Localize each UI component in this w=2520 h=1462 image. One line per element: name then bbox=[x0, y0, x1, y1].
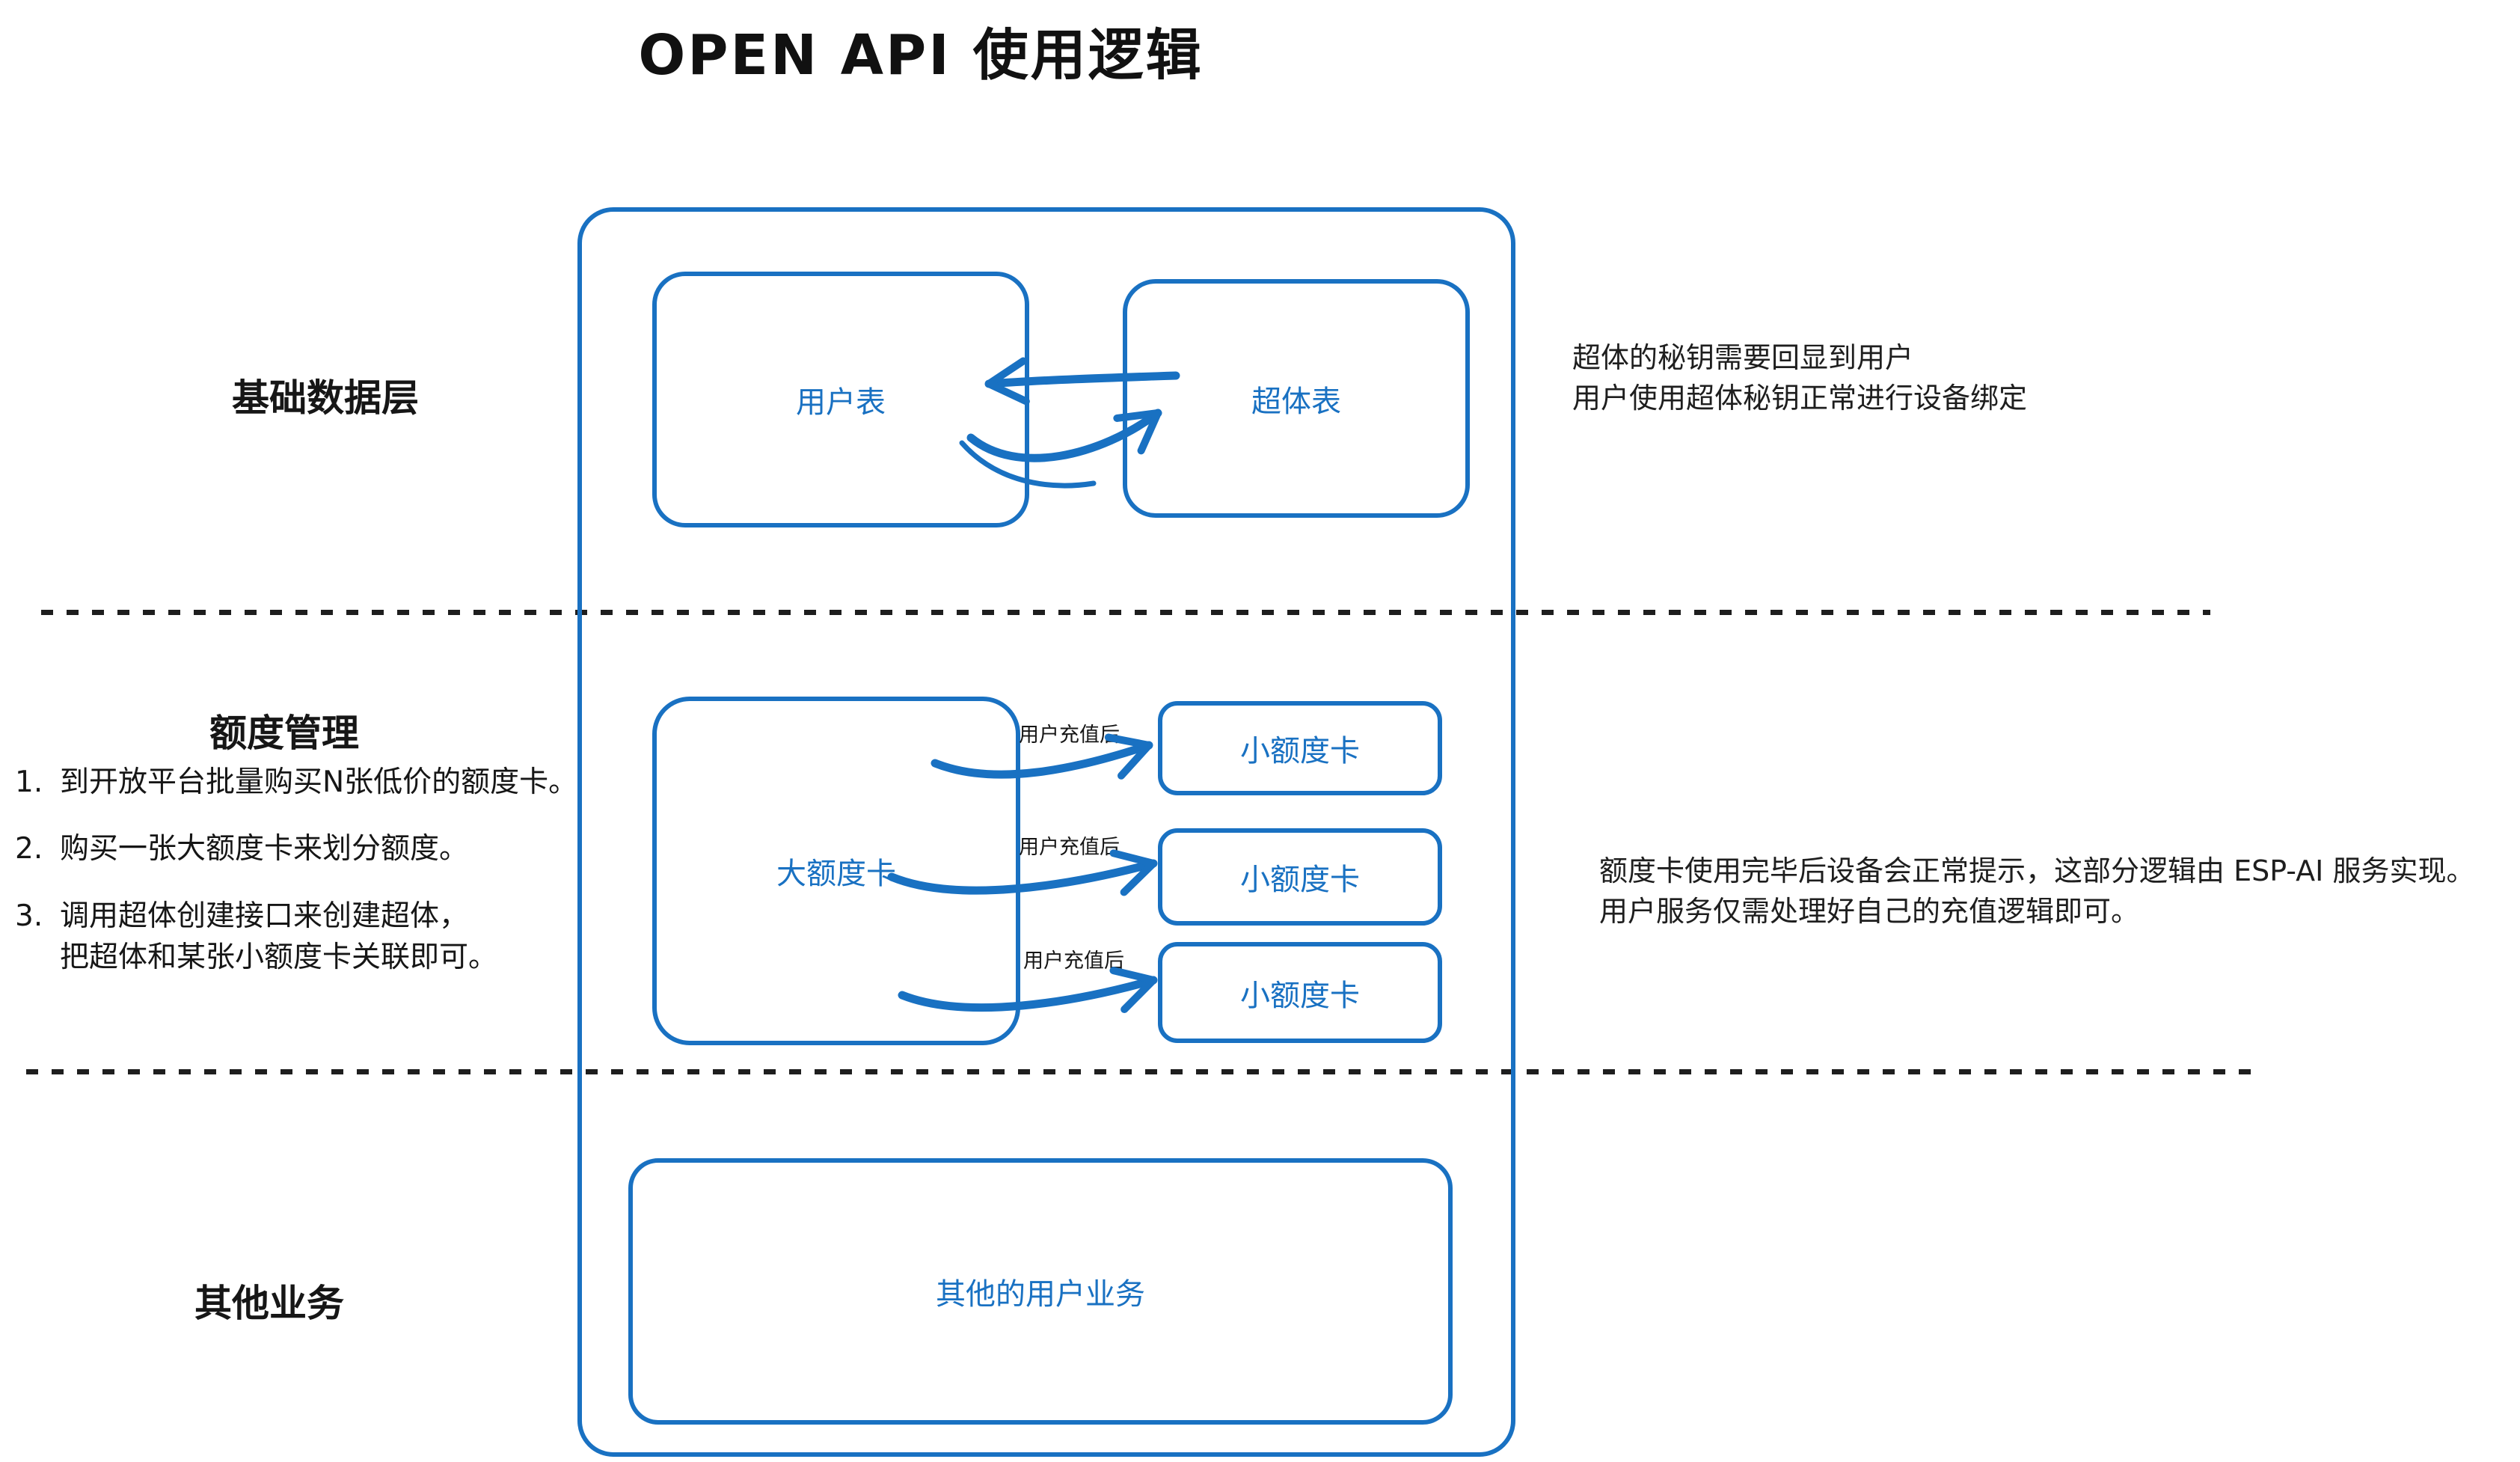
note-line: 用户服务仅需处理好自己的充值逻辑即可。 bbox=[1599, 894, 2140, 928]
note-line: 用户使用超体秘钥正常进行设备绑定 bbox=[1572, 381, 2028, 415]
step-text: 调用超体创建接口来创建超体， 把超体和某张小额度卡关联即可。 bbox=[60, 899, 498, 975]
user-table-label: 用户表 bbox=[796, 385, 886, 420]
big-quota-card-box: 大额度卡 bbox=[652, 697, 1020, 1045]
divider-base-quota bbox=[41, 610, 2210, 615]
small-quota-card-label: 小额度卡 bbox=[1240, 978, 1360, 1013]
small-quota-card-label: 小额度卡 bbox=[1240, 863, 1360, 897]
small-quota-card-box-2: 小额度卡 bbox=[1158, 828, 1442, 926]
step-item-2: 2. 购买一张大额度卡来划分额度。 bbox=[15, 828, 628, 869]
other-business-box: 其他的用户业务 bbox=[628, 1158, 1453, 1425]
super-table-box: 超体表 bbox=[1123, 279, 1470, 518]
note-base-layer: 超体的秘钥需要回显到用户 用户使用超体秘钥正常进行设备绑定 bbox=[1572, 338, 2027, 419]
step-item-1: 1. 到开放平台批量购买N张低价的额度卡。 bbox=[15, 762, 628, 803]
step-number: 2. bbox=[15, 832, 43, 866]
small-quota-card-box-3: 小额度卡 bbox=[1158, 942, 1442, 1043]
arrow-label-recharge-3: 用户充值后 bbox=[1023, 949, 1124, 973]
step-number: 1. bbox=[15, 765, 43, 799]
arrow-label-recharge-1: 用户充值后 bbox=[1019, 724, 1120, 747]
note-line: 超体的秘钥需要回显到用户 bbox=[1572, 341, 1914, 374]
section-label-quota: 额度管理 bbox=[209, 712, 359, 755]
arrow-label-recharge-2: 用户充值后 bbox=[1019, 836, 1120, 859]
step-number: 3. bbox=[15, 899, 43, 933]
note-quota: 额度卡使用完毕后设备会正常提示，这部分逻辑由 ESP-AI 服务实现。 用户服务… bbox=[1599, 851, 2474, 932]
note-line: 额度卡使用完毕后设备会正常提示，这部分逻辑由 ESP-AI 服务实现。 bbox=[1599, 854, 2475, 887]
user-table-box: 用户表 bbox=[652, 272, 1029, 527]
small-quota-card-label: 小额度卡 bbox=[1240, 734, 1360, 768]
small-quota-card-box-1: 小额度卡 bbox=[1158, 701, 1442, 795]
section-label-base-layer: 基础数据层 bbox=[232, 376, 419, 420]
step-item-3: 3. 调用超体创建接口来创建超体， 把超体和某张小额度卡关联即可。 bbox=[15, 896, 628, 979]
step-text: 到开放平台批量购买N张低价的额度卡。 bbox=[60, 765, 578, 799]
section-label-other: 其他业务 bbox=[194, 1282, 344, 1325]
big-quota-card-label: 大额度卡 bbox=[776, 857, 896, 891]
page-title: OPEN API 使用逻辑 bbox=[638, 23, 1204, 88]
super-table-label: 超体表 bbox=[1251, 384, 1341, 419]
step-text: 购买一张大额度卡来划分额度。 bbox=[60, 832, 469, 866]
quota-steps-list: 1. 到开放平台批量购买N张低价的额度卡。 2. 购买一张大额度卡来划分额度。 … bbox=[15, 762, 628, 979]
other-business-label: 其他的用户业务 bbox=[936, 1277, 1145, 1312]
main-container-box bbox=[577, 207, 1515, 1457]
divider-quota-other bbox=[26, 1069, 2255, 1074]
